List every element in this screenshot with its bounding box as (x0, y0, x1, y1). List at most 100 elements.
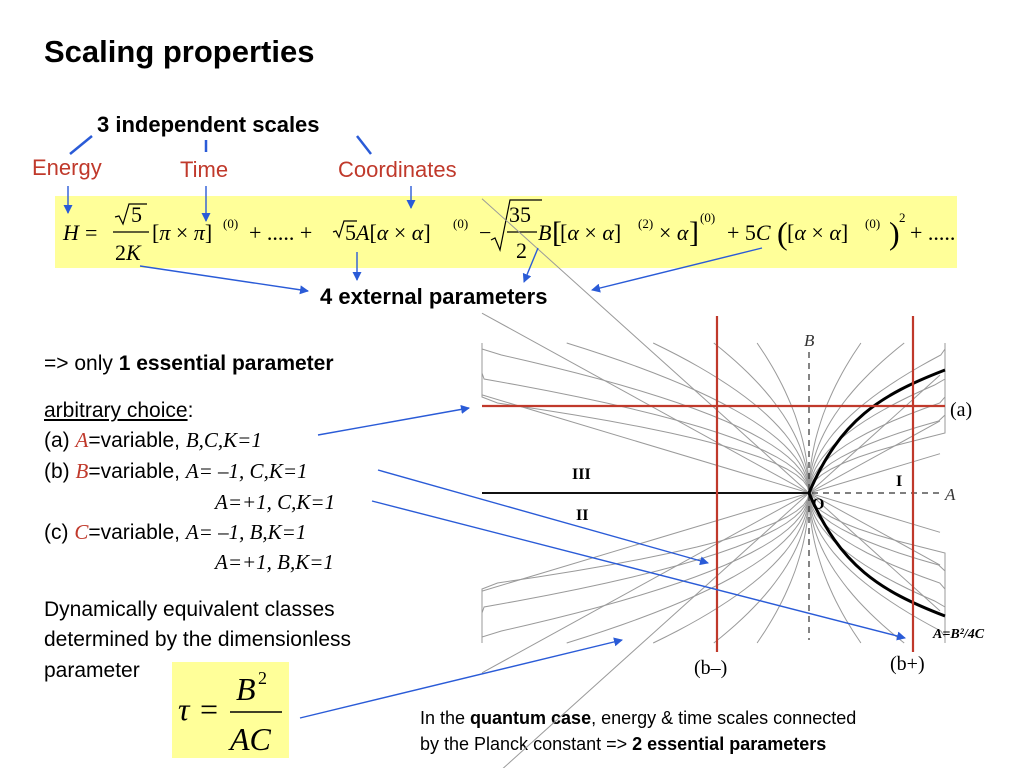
dynamic-line2: determined by the dimensionless (44, 628, 352, 651)
choice-c: (c) C=variable, A= –1, B,K=1 (44, 520, 306, 545)
dynamic-line3: parameter (44, 659, 140, 682)
label-a: (a) (950, 399, 972, 421)
svg-text:B: B (236, 671, 256, 707)
choice-b-rest1: A= –1, C,K=1 (185, 459, 308, 483)
page-title: Scaling properties (44, 34, 315, 69)
svg-text:[α × α]: [α × α] (560, 220, 621, 245)
svg-text:35: 35 (509, 202, 531, 227)
axis-a-label: A (944, 485, 956, 504)
arrow-choice-b (377, 469, 709, 566)
choice-c-rest2: A=+1, B,K=1 (215, 550, 334, 574)
choice-b-rest2: A=+1, C,K=1 (215, 490, 336, 514)
parabola-upper (807, 368, 946, 494)
family-line (481, 453, 941, 592)
svg-text:[π × π]: [π × π] (152, 220, 212, 245)
svg-text:+ .....: + ..... (910, 220, 955, 245)
svg-text:=: = (200, 691, 218, 727)
svg-text:[α × α]: [α × α] (787, 220, 848, 245)
essential-bold: 1 essential parameter (118, 352, 334, 375)
quantum-prefix: In the (420, 708, 471, 728)
time-label: Time (180, 157, 229, 182)
svg-text:(0): (0) (453, 216, 468, 231)
svg-text:+ 5C: + 5C (727, 220, 771, 245)
choice-heading: arbitrary choice (44, 399, 188, 422)
external-params-label: 4 external parameters (320, 284, 548, 309)
svg-text:(0): (0) (223, 216, 238, 231)
choice-b-label: (b) (44, 460, 76, 483)
choice-b: (b) B=variable, A= –1, C,K=1 (44, 459, 308, 484)
choice-a-label: (a) (44, 429, 76, 452)
curve-family (481, 198, 946, 768)
svg-text:B: B (538, 220, 551, 245)
svg-text:2K: 2K (115, 240, 142, 265)
choice-a-rest: B,C,K=1 (185, 428, 262, 452)
svg-text:−: − (479, 220, 491, 245)
hamiltonian-box: H = 5 2K [π × π] (0) + ..... + 5A[α × α]… (55, 196, 957, 268)
svg-text:]: ] (689, 216, 699, 249)
quantum-note: In the quantum case, energy & time scale… (420, 705, 856, 757)
svg-text:(0): (0) (700, 210, 715, 225)
choice-colon: : (187, 399, 194, 422)
choice-c-mid: =variable, (88, 521, 186, 544)
svg-text:2: 2 (899, 210, 906, 225)
quantum-bold1: quantum case (470, 708, 592, 728)
essential-line: => only 1 essential parameter (44, 352, 334, 376)
svg-text:H: H (62, 220, 80, 245)
arrow-c (591, 247, 763, 293)
choice-c-rest1: A= –1, B,K=1 (185, 520, 307, 544)
annotation-arrows (63, 186, 906, 719)
scales-brackets (69, 135, 372, 155)
svg-text:): ) (889, 215, 900, 251)
svg-text:5A[α × α]: 5A[α × α] (345, 220, 431, 245)
svg-text:× α: × α (659, 220, 689, 245)
tau-formula-box: τ = B 2 AC (172, 662, 289, 758)
family-line (502, 374, 941, 768)
quantum-mid: , energy & time scales connected (591, 708, 857, 728)
arrow-b (522, 247, 539, 283)
label-b-minus: (b–) (694, 657, 727, 679)
family-line (481, 312, 941, 566)
curve-label: A=B²/4C (932, 627, 985, 642)
choice-a-var: A (75, 428, 89, 452)
hamiltonian-equation: H = 5 2K [π × π] (0) + ..... + 5A[α × α]… (62, 199, 955, 265)
choice-c-var: C (74, 520, 89, 544)
svg-text:=: = (85, 220, 97, 245)
choice-c-label: (c) (44, 521, 75, 544)
region-1-label: I (896, 473, 902, 490)
choice-heading-line: arbitrary choice: (44, 399, 193, 423)
choice-b-mid: =variable, (88, 460, 186, 483)
energy-label: Energy (32, 155, 102, 180)
region-2-label: II (576, 507, 588, 524)
family-line (481, 394, 941, 533)
svg-text:[: [ (552, 216, 562, 249)
coordinates-label: Coordinates (338, 157, 457, 182)
dynamic-line1: Dynamically equivalent classes (44, 598, 335, 621)
scales-heading: 3 independent scales (97, 112, 320, 137)
choice-b-var: B (75, 459, 89, 483)
family-line (481, 198, 941, 612)
region-3-label: III (572, 466, 591, 483)
parabola-lower (807, 492, 946, 618)
choice-a-mid: =variable, (88, 429, 186, 452)
arrow-k (139, 265, 309, 295)
svg-text:(2): (2) (638, 216, 653, 231)
svg-text:5: 5 (131, 202, 142, 227)
tau-formula: τ = B 2 AC (178, 668, 282, 757)
svg-text:AC: AC (228, 721, 272, 757)
choice-a: (a) A=variable, B,C,K=1 (44, 428, 262, 453)
label-b-plus: (b+) (890, 653, 925, 675)
arrow-tau (299, 637, 623, 719)
svg-text:τ: τ (178, 691, 191, 727)
quantum-bold2: 2 essential parameters (632, 734, 827, 754)
svg-text:(0): (0) (865, 216, 880, 231)
arrow-choice-b-plus (371, 500, 906, 641)
svg-text:(: ( (777, 215, 788, 251)
quantum-line2: by the Planck constant => (420, 734, 633, 754)
svg-text:2: 2 (258, 668, 267, 688)
svg-text:+ ..... +: + ..... + (249, 220, 312, 245)
essential-prefix: => only (44, 352, 119, 375)
family-line (481, 420, 941, 674)
svg-text:2: 2 (516, 238, 527, 263)
origin-label: O (812, 496, 824, 513)
